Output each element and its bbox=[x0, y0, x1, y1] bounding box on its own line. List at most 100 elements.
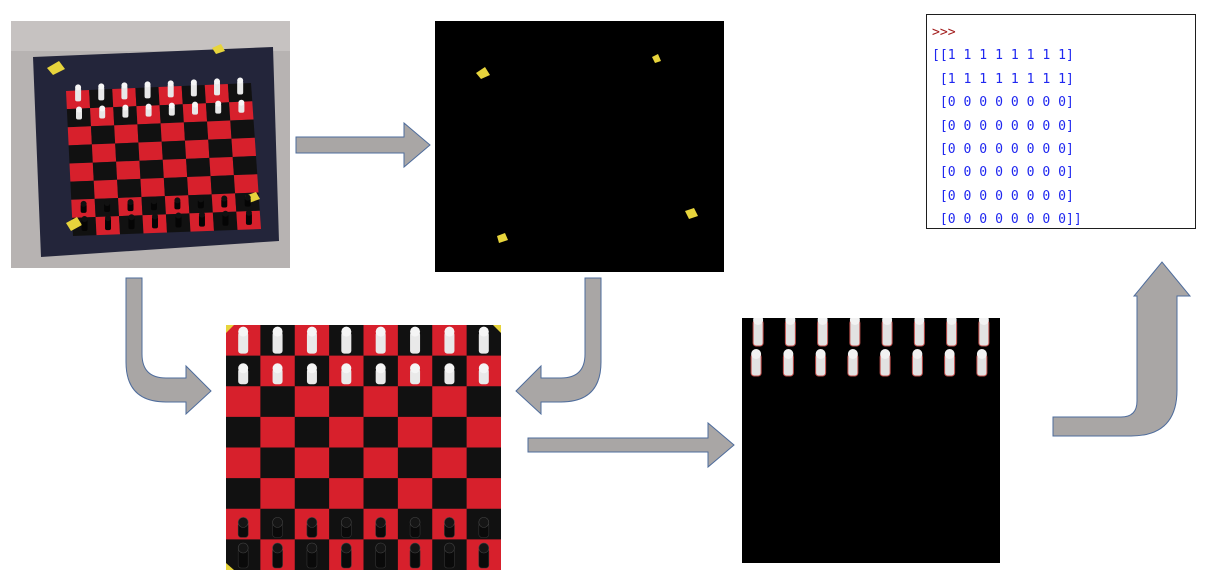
board-square bbox=[138, 141, 163, 161]
white-piece-head bbox=[145, 103, 152, 110]
white-piece-head bbox=[410, 363, 421, 374]
white-piece bbox=[144, 84, 151, 99]
white-piece-head bbox=[272, 363, 283, 374]
black-piece-head bbox=[150, 198, 157, 205]
black-piece-head bbox=[198, 211, 205, 218]
matrix-row: [0 0 0 0 0 0 0 0] bbox=[932, 188, 1074, 204]
black-piece-head bbox=[174, 197, 181, 204]
black-piece-head bbox=[221, 195, 228, 202]
board-square bbox=[260, 416, 296, 448]
arrow-mask-to-warped-icon bbox=[515, 277, 602, 416]
black-piece-head bbox=[375, 542, 386, 554]
board-square bbox=[432, 386, 468, 418]
board-square bbox=[363, 416, 399, 448]
black-piece bbox=[105, 218, 112, 231]
black-piece bbox=[81, 219, 88, 232]
white-piece-mask-head bbox=[914, 318, 925, 325]
board-square bbox=[207, 120, 232, 140]
black-piece-head bbox=[81, 216, 88, 223]
black-piece-head bbox=[272, 517, 283, 528]
board-square bbox=[260, 447, 296, 479]
white-piece-mask-head bbox=[944, 349, 955, 359]
board-square bbox=[231, 137, 256, 157]
black-piece-head bbox=[222, 210, 229, 217]
white-piece-mask-head bbox=[785, 318, 796, 325]
board-square bbox=[67, 126, 92, 146]
black-piece-head bbox=[245, 209, 252, 216]
white-piece-mask-head bbox=[817, 318, 828, 325]
black-piece-head bbox=[80, 200, 87, 207]
black-piece-head bbox=[244, 194, 251, 201]
board-square bbox=[69, 162, 94, 182]
board-square bbox=[466, 416, 501, 448]
white-piece bbox=[341, 331, 352, 354]
white-piece-mask-head bbox=[815, 349, 826, 359]
matrix-row: [0 0 0 0 0 0 0 0] bbox=[932, 165, 1074, 181]
board-square bbox=[397, 386, 433, 418]
matrix-row: [[1 1 1 1 1 1 1 1] bbox=[932, 48, 1074, 64]
white-piece bbox=[238, 331, 249, 354]
arrow-white-mask-to-console-icon bbox=[1052, 261, 1192, 437]
console-prompt: >>> bbox=[932, 25, 956, 40]
white-piece-head bbox=[167, 80, 174, 87]
white-piece bbox=[98, 86, 105, 101]
board-square bbox=[116, 160, 141, 180]
white-piece bbox=[75, 87, 82, 102]
matrix-row: [1 1 1 1 1 1 1 1] bbox=[932, 71, 1074, 87]
black-piece-head bbox=[105, 215, 112, 222]
white-piece-head bbox=[238, 363, 249, 374]
white-piece-head bbox=[237, 77, 244, 84]
white-piece-head bbox=[341, 326, 352, 337]
black-piece-head bbox=[306, 542, 318, 554]
warped-chessboard-drawing bbox=[226, 325, 501, 570]
black-piece-head bbox=[197, 196, 204, 203]
white-piece-mask-head bbox=[880, 349, 891, 359]
white-piece-head bbox=[214, 78, 221, 85]
white-piece-head bbox=[444, 363, 455, 374]
black-piece-head bbox=[409, 542, 421, 554]
white-piece bbox=[237, 80, 244, 95]
white-piece bbox=[444, 331, 455, 354]
white-piece bbox=[167, 83, 174, 98]
black-piece bbox=[175, 215, 182, 228]
board-square bbox=[294, 447, 330, 479]
board-square bbox=[226, 416, 261, 448]
white-piece-head bbox=[76, 106, 82, 113]
black-piece-head bbox=[272, 542, 283, 554]
black-piece-head bbox=[306, 517, 318, 528]
board-square bbox=[432, 416, 468, 448]
console-output: >>> [[1 1 1 1 1 1 1 1] [1 1 1 1 1 1 1 1]… bbox=[932, 21, 1191, 228]
white-piece-head bbox=[478, 363, 489, 374]
board-square bbox=[329, 416, 364, 448]
board-square bbox=[208, 138, 233, 158]
black-piece bbox=[245, 212, 252, 225]
warped-chessboard bbox=[226, 325, 501, 570]
white-piece-head bbox=[144, 81, 151, 88]
white-piece-mask-head bbox=[783, 349, 794, 359]
board-square bbox=[184, 139, 210, 159]
board-square bbox=[115, 142, 140, 162]
white-piece-head bbox=[375, 326, 386, 337]
board-square bbox=[329, 447, 364, 479]
white-piece-mask-head bbox=[751, 349, 762, 359]
black-piece-head bbox=[127, 199, 134, 206]
board-square bbox=[294, 478, 330, 510]
white-piece-head bbox=[306, 363, 317, 374]
board-square bbox=[397, 478, 433, 510]
board-square bbox=[187, 176, 212, 196]
yellow-marker-mask-drawing bbox=[435, 21, 724, 272]
board-square bbox=[363, 447, 399, 479]
yellow-marker-mask bbox=[435, 21, 724, 272]
arrow-photo-to-mask-icon bbox=[295, 121, 431, 169]
board-square bbox=[226, 478, 261, 510]
board-square bbox=[233, 174, 259, 194]
white-piece-head bbox=[98, 83, 105, 90]
board-square bbox=[209, 156, 234, 177]
black-piece-head bbox=[341, 542, 352, 554]
black-piece-head bbox=[478, 542, 490, 554]
chessboard-photo bbox=[11, 21, 290, 268]
white-piece-mask-head bbox=[849, 318, 860, 325]
board-square bbox=[226, 386, 261, 418]
white-piece-head bbox=[122, 104, 129, 111]
board-square bbox=[432, 478, 468, 510]
